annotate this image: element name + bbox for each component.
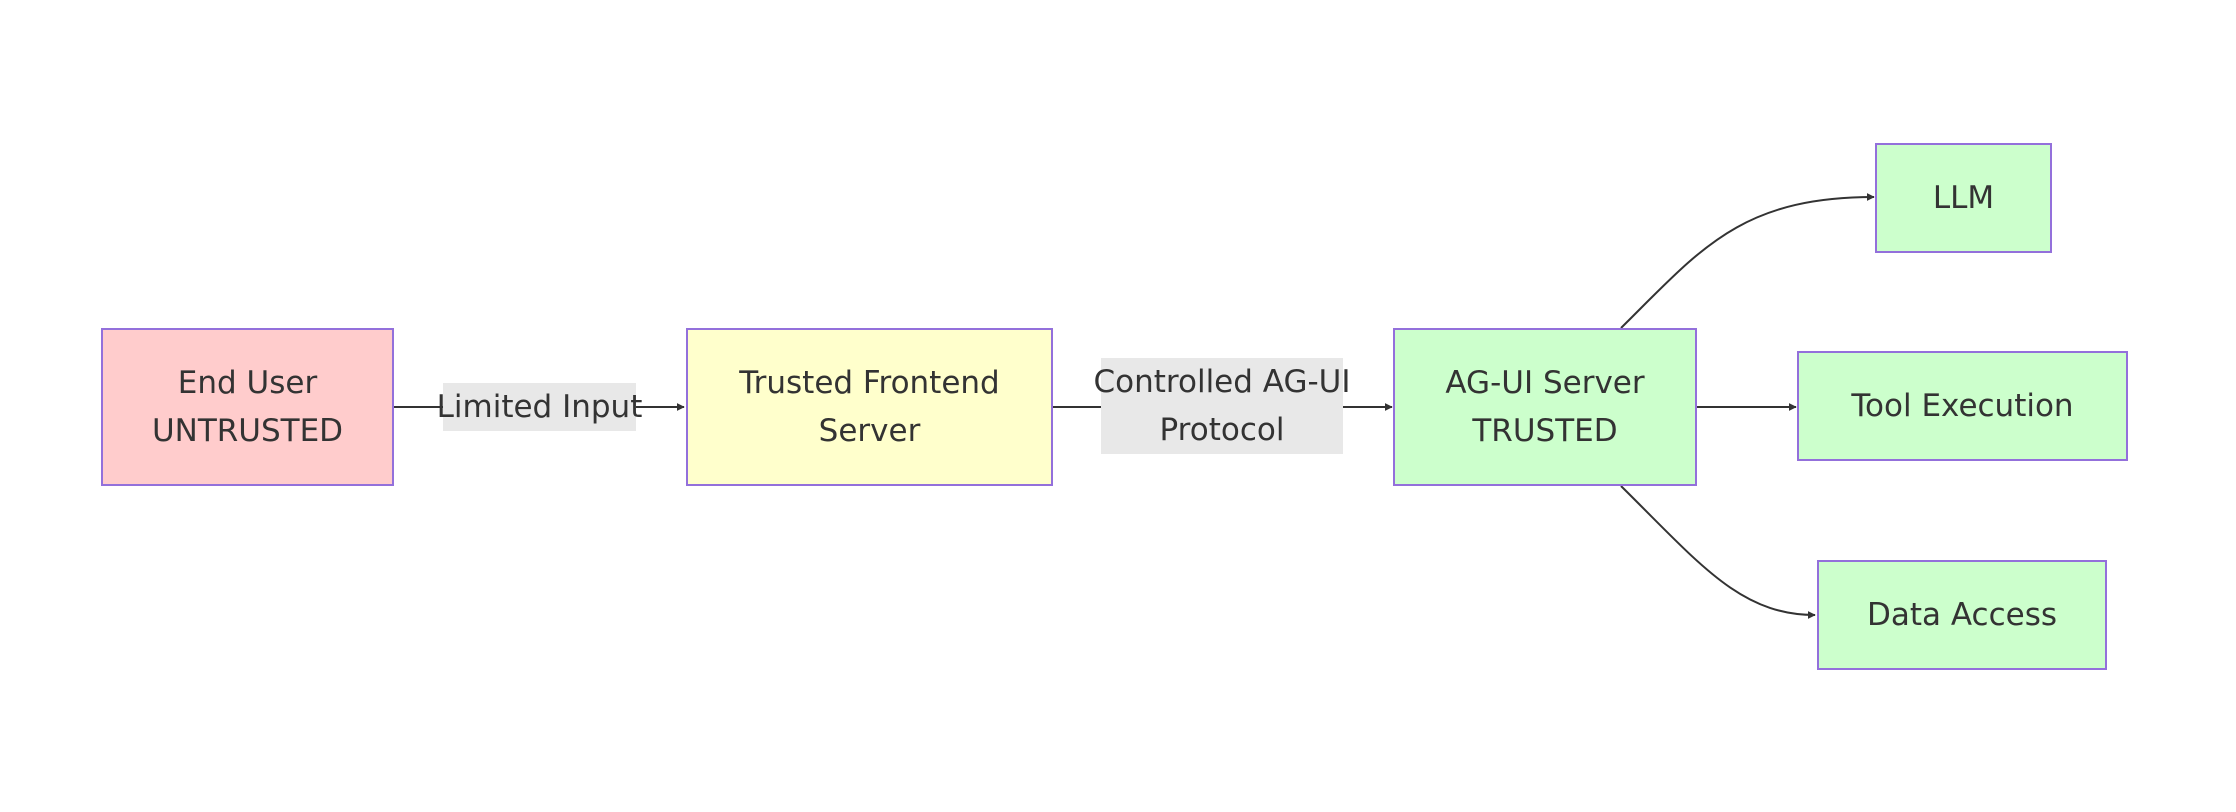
node-end-user-line2: UNTRUSTED — [151, 413, 344, 449]
node-agui-server-line1: AG-UI Server — [1445, 365, 1645, 401]
node-end-user-line1: End User — [177, 365, 318, 401]
edge-agui-to-data-access — [1620, 485, 1816, 619]
node-end-user: End User UNTRUSTED — [101, 328, 394, 486]
node-llm: LLM — [1875, 143, 2052, 253]
edge-label-controlled-protocol-line1: Controlled AG-UI — [1093, 364, 1351, 400]
edge-agui-to-llm — [1620, 193, 1875, 329]
edge-label-limited-input: Limited Input — [437, 383, 642, 431]
node-data-access: Data Access — [1817, 560, 2107, 670]
edge-label-controlled-protocol-line2: Protocol — [1159, 412, 1285, 448]
node-tool-execution: Tool Execution — [1797, 351, 2128, 461]
node-data-access-label: Data Access — [1867, 597, 2057, 633]
node-frontend-line1: Trusted Frontend — [739, 365, 1000, 401]
edge-label-limited-input-text: Limited Input — [436, 389, 643, 425]
node-agui-server-line2: TRUSTED — [1472, 413, 1618, 449]
node-trusted-frontend-server: Trusted Frontend Server — [686, 328, 1053, 486]
node-frontend-line2: Server — [818, 413, 921, 449]
node-tool-execution-label: Tool Execution — [1851, 388, 2074, 424]
node-agui-server: AG-UI Server TRUSTED — [1393, 328, 1697, 486]
node-llm-label: LLM — [1932, 180, 1995, 216]
edge-label-controlled-protocol: Controlled AG-UI Protocol — [1094, 358, 1351, 454]
